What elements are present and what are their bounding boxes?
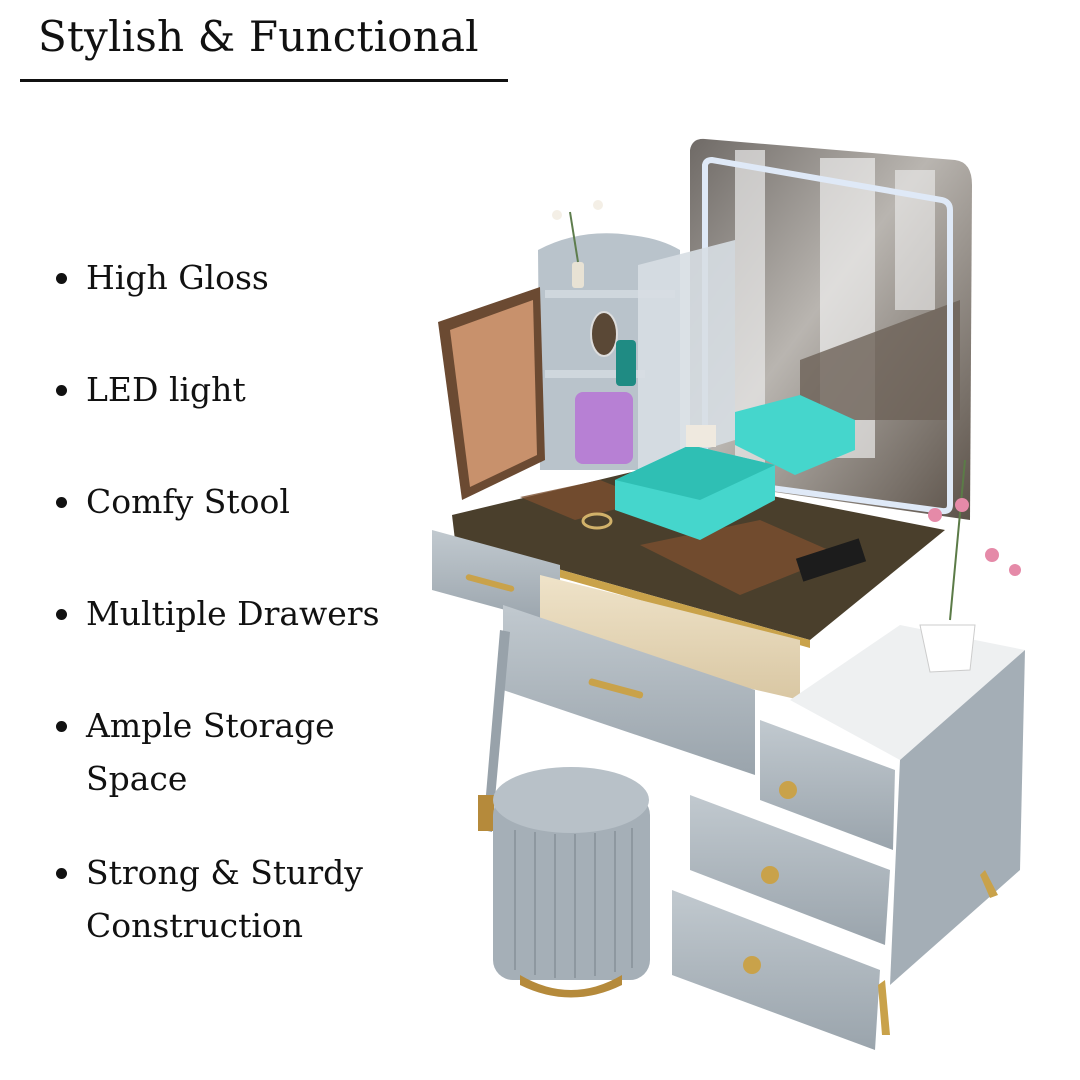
cabinet-door xyxy=(438,287,545,500)
feature-label-continued: Construction xyxy=(86,906,304,945)
bullet-icon xyxy=(56,273,67,284)
side-shelf xyxy=(538,200,735,470)
feature-label: Ample Storage xyxy=(86,706,335,745)
bullet-icon xyxy=(56,721,67,732)
bullet-icon xyxy=(56,497,67,508)
feature-label: Comfy Stool xyxy=(86,482,290,521)
feature-label: High Gloss xyxy=(86,258,269,297)
page-title: Stylish & Functional xyxy=(38,12,479,61)
bullet-icon xyxy=(56,385,67,396)
makeup-organizer xyxy=(615,395,855,540)
title-underline xyxy=(20,79,508,82)
feature-label: LED light xyxy=(86,370,246,409)
feature-label: Multiple Drawers xyxy=(86,594,380,633)
feature-label: Strong & Sturdy xyxy=(86,853,363,892)
left-drawers xyxy=(432,530,800,832)
feature-label-continued: Space xyxy=(86,759,188,798)
bullet-icon xyxy=(56,609,67,620)
stool xyxy=(493,767,650,998)
right-cabinet xyxy=(672,459,1025,1050)
bullet-icon xyxy=(56,868,67,879)
product-image-dressing-table xyxy=(420,130,1050,1060)
